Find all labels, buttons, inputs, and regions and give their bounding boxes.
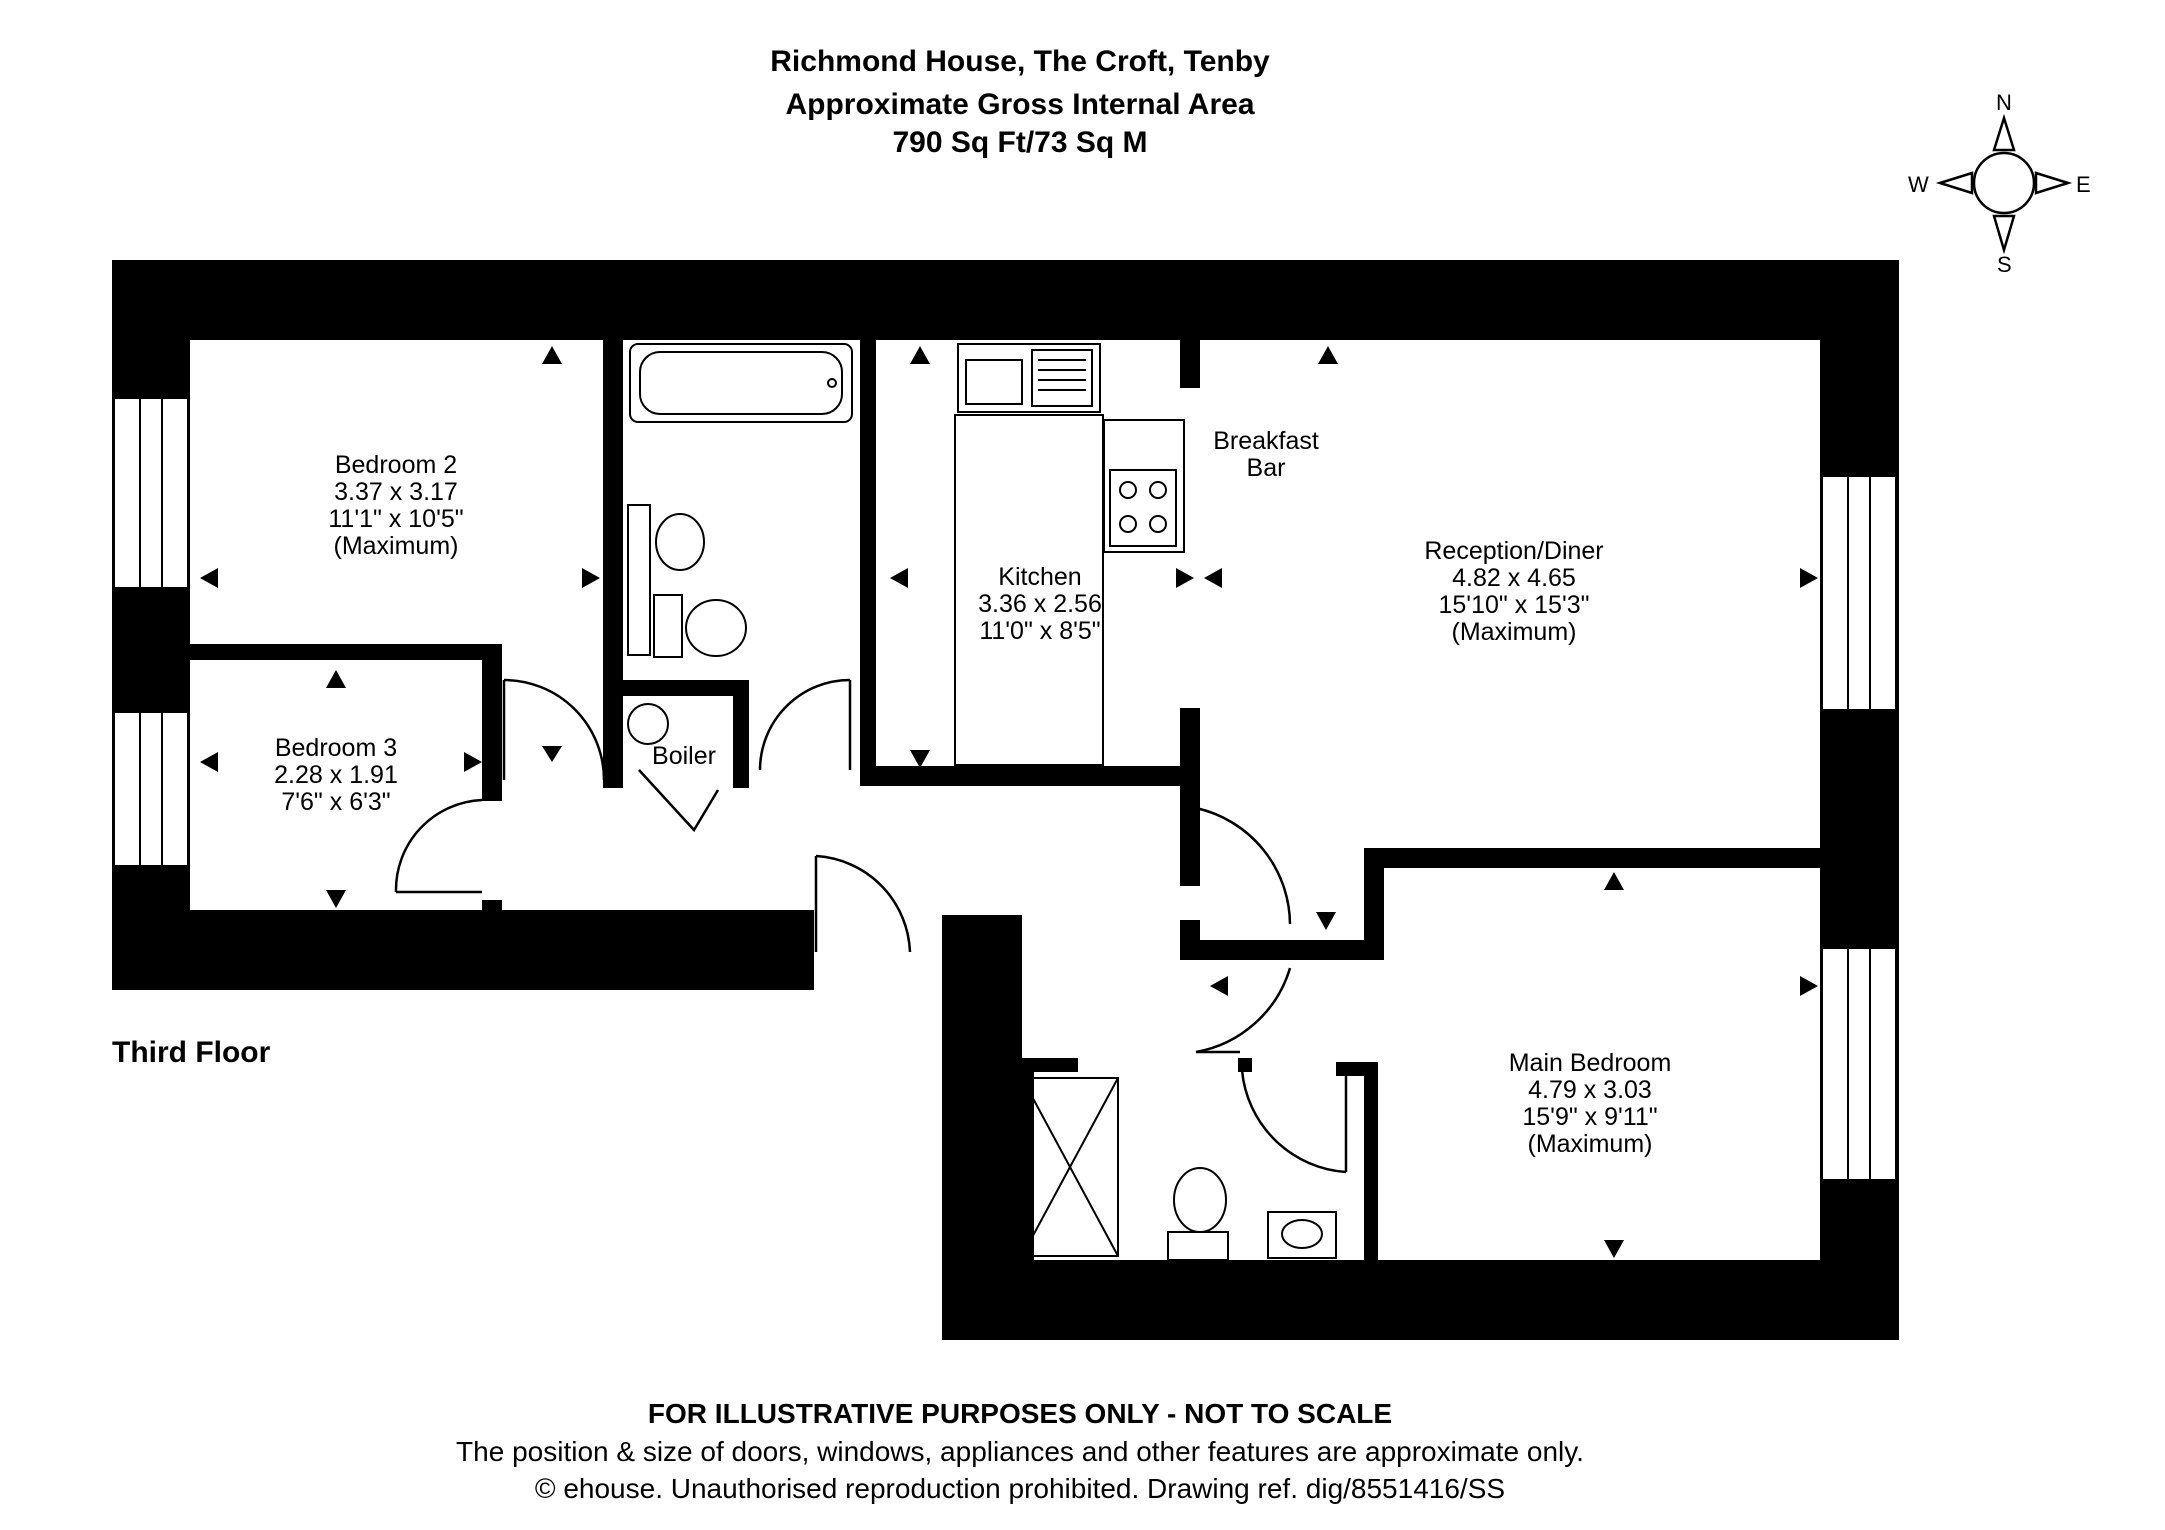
windows (113, 397, 1897, 1181)
room-bedroom-3: Bedroom 3 2.28 x 1.91 7'6" x 6'3" (274, 735, 398, 816)
plan-title: Richmond House, The Croft, Tenby (770, 45, 1270, 78)
room-metric: 4.79 x 3.03 (1528, 1076, 1652, 1104)
doors (394, 678, 1348, 1174)
room-metric: 4.82 x 4.65 (1452, 564, 1576, 592)
room-name: Main Bedroom (1508, 1049, 1672, 1077)
walls (112, 260, 1899, 1340)
floor-label: Third Floor (112, 1036, 271, 1069)
copyright-text: © ehouse. Unauthorised reproduction proh… (534, 1473, 1506, 1504)
compass-east: E (2076, 172, 2091, 197)
room-name: Bedroom 2 (334, 451, 458, 479)
area-caption: Approximate Gross Internal Area (785, 88, 1255, 121)
disclaimer-heading: FOR ILLUSTRATIVE PURPOSES ONLY - NOT TO … (647, 1398, 1393, 1429)
room-name: Bedroom 3 (274, 734, 398, 762)
room-name: Reception/Diner (1424, 537, 1604, 565)
room-kitchen: Kitchen 3.36 x 2.56 11'0" x 8'5" (978, 564, 1102, 645)
breakfast-label: Breakfast (1213, 427, 1319, 455)
room-metric: 2.28 x 1.91 (274, 761, 398, 789)
bar-label: Bar (1246, 454, 1286, 482)
boiler-label: Boiler (652, 742, 716, 770)
room-main-bedroom: Main Bedroom 4.79 x 3.03 15'9" x 9'11" (… (1509, 1050, 1672, 1158)
room-imperial: 15'9" x 9'11" (1522, 1103, 1658, 1131)
room-imperial: 11'0" x 8'5" (979, 617, 1101, 645)
compass-icon (1935, 113, 2073, 255)
breakfast-bar-label: Breakfast Bar (1213, 428, 1319, 482)
room-name: Kitchen (998, 563, 1082, 591)
room-note: (Maximum) (1527, 1130, 1653, 1158)
room-bedroom-2: Bedroom 2 3.37 x 3.17 11'1" x 10'5" (Max… (328, 452, 463, 560)
compass-north: N (1996, 90, 2012, 115)
dimension-arrows (200, 346, 1818, 1258)
compass-west: W (1908, 172, 1929, 197)
room-imperial: 11'1" x 10'5" (328, 505, 464, 533)
area-value: 790 Sq Ft/73 Sq M (892, 126, 1148, 159)
room-reception-diner: Reception/Diner 4.82 x 4.65 15'10" x 15'… (1424, 538, 1603, 646)
room-metric: 3.36 x 2.56 (978, 590, 1102, 618)
compass-south: S (1997, 252, 2012, 277)
room-note: (Maximum) (1451, 618, 1577, 646)
disclaimer-text: The position & size of doors, windows, a… (456, 1436, 1584, 1467)
room-imperial: 15'10" x 15'3" (1438, 591, 1590, 619)
room-metric: 3.37 x 3.17 (334, 478, 458, 506)
room-note: (Maximum) (333, 532, 459, 560)
room-imperial: 7'6" x 6'3" (281, 788, 391, 816)
fixtures (627, 343, 1337, 1261)
